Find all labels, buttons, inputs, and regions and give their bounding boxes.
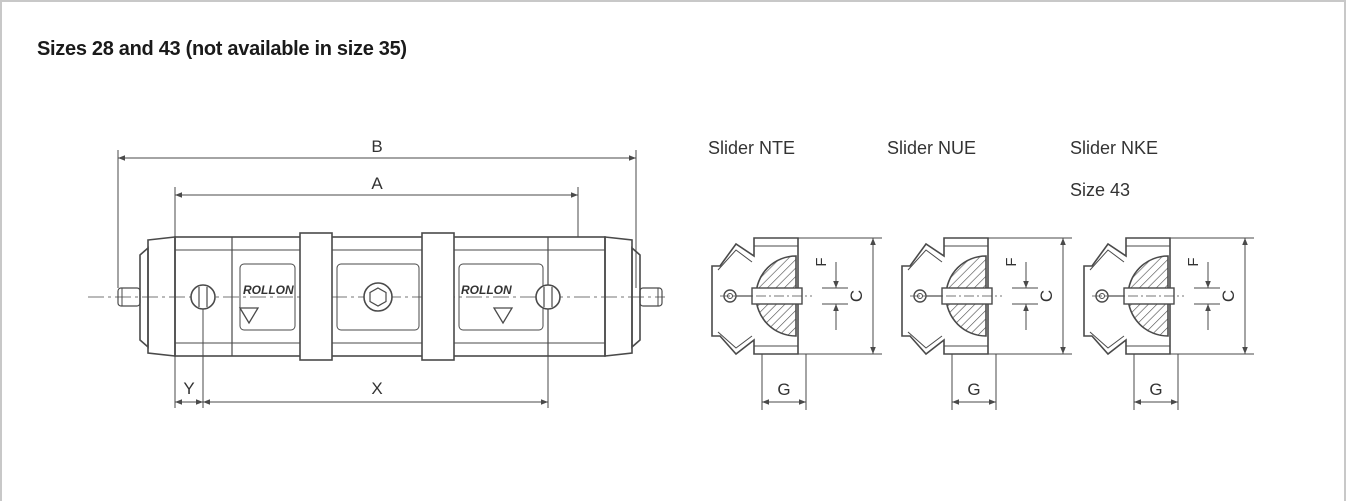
slider-body [117, 232, 663, 361]
dim-label-f-nte: F [813, 257, 830, 266]
dim-label-f-nke: F [1185, 257, 1202, 266]
figure-heading: Sizes 28 and 43 (not available in size 3… [37, 38, 407, 60]
caption-nke-size: Size 43 [1070, 180, 1131, 200]
dim-label-y: Y [183, 379, 194, 398]
roller-pin-right [535, 284, 561, 310]
section-slider-nke: C F G [1083, 237, 1254, 410]
dim-label-a: A [371, 174, 383, 193]
triangle-mark-left [238, 307, 260, 325]
dim-label-x: X [371, 379, 382, 398]
logo-left: ROLLON [243, 283, 294, 297]
dim-label-c-nue: C [1037, 290, 1056, 302]
dim-label-f-nue: F [1003, 257, 1020, 266]
dim-label-c-nke: C [1219, 290, 1238, 302]
dim-label-g-nue: G [967, 380, 980, 399]
dim-label-b: B [371, 137, 382, 156]
dim-label-c-nte: C [847, 290, 866, 302]
logo-right: ROLLON [461, 283, 512, 297]
section-slider-nue: C F G [901, 237, 1072, 410]
caption-slider-nke: Slider NKE [1070, 138, 1159, 158]
roller-pin-left [190, 284, 216, 310]
caption-slider-nue: Slider NUE [887, 138, 977, 158]
dim-label-g-nke: G [1149, 380, 1162, 399]
dim-label-g-nte: G [777, 380, 790, 399]
triangle-mark-right [492, 307, 514, 325]
section-slider-nte: C F G [711, 237, 882, 410]
slider-side-view: ROLLON ROLLON B A X Y [88, 137, 665, 408]
grease-nipple-center [363, 282, 393, 312]
caption-slider-nte: Slider NTE [708, 138, 796, 158]
